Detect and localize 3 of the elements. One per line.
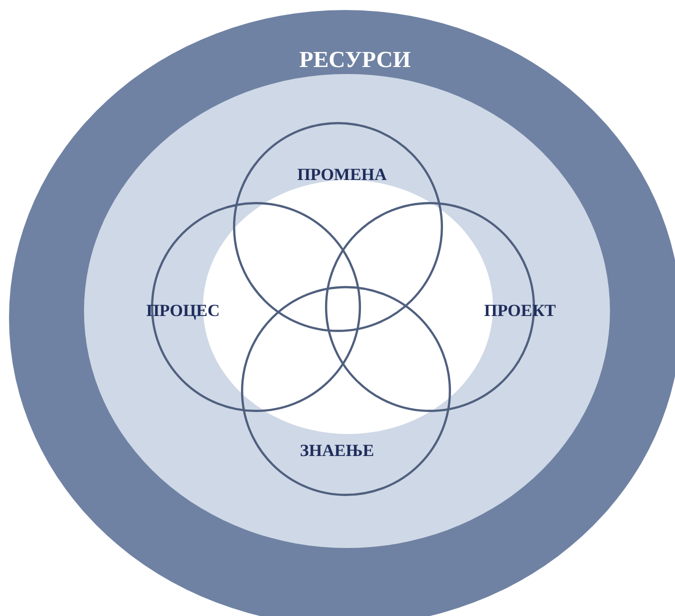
circle-label: РЕСУРСИ: [299, 47, 411, 73]
circle-label: ПРОМЕНА: [297, 165, 387, 185]
circle-label: ЗНАЕЊЕ: [300, 441, 374, 461]
